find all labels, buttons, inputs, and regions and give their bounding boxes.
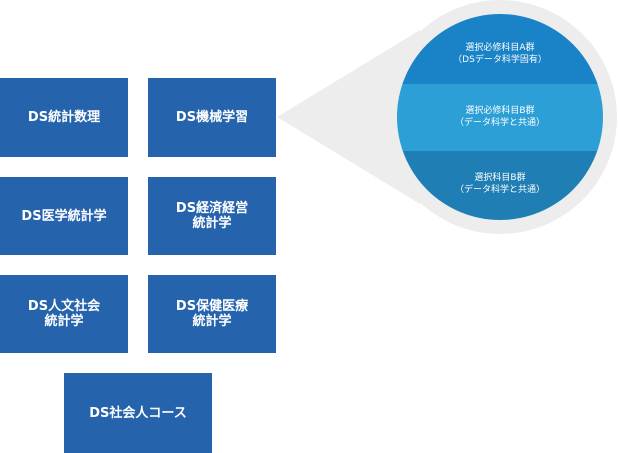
course-ds-economics-management-statistics[interactable]: DS経済経営 統計学 <box>148 177 276 255</box>
course-ds-working-adult[interactable]: DS社会人コース <box>64 373 212 453</box>
band-elective-required-b <box>397 84 603 151</box>
course-ds-medical-statistics[interactable]: DS医学統計学 <box>0 177 128 255</box>
band-label-elective-b: 選択科目B群 （データ科学と共通） <box>454 173 545 195</box>
band-label-elective-required-b: 選択必修科目B群 （データ科学と共通） <box>454 106 545 128</box>
bubble-pointer <box>277 30 420 204</box>
band-label-elective-required-a: 選択必修科目A群 （DSデータ科学固有） <box>453 43 547 65</box>
course-ds-health-medical-statistics[interactable]: DS保健医療 統計学 <box>148 275 276 353</box>
course-ds-humanities-social-statistics[interactable]: DS人文社会 統計学 <box>0 275 128 353</box>
course-ds-machine-learning[interactable]: DS機械学習 <box>148 78 276 157</box>
course-ds-statistical-mathematics[interactable]: DS統計数理 <box>0 78 128 157</box>
